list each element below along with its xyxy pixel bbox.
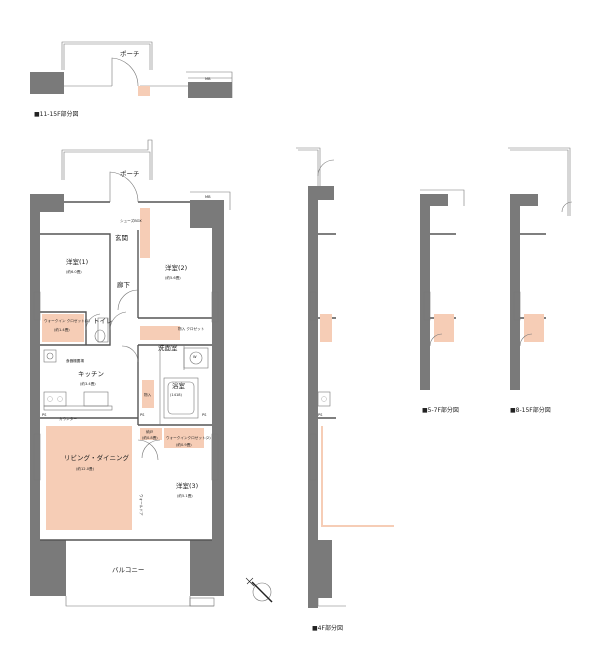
entry-door-swing (109, 171, 139, 203)
sliding-door-label: ウォールドア (139, 494, 144, 516)
room1-name: 洋室(1) (66, 257, 88, 266)
walk-in-closet-highlight (42, 314, 84, 342)
partial-porch-label: ポーチ (120, 50, 140, 58)
kitchen-size: (約3.4畳) (80, 381, 96, 386)
walk-in-closet-name: ウォークイン クロゼット(1) (44, 318, 90, 323)
storage-label: 物入 (144, 392, 152, 397)
entrance-label: 玄関 (115, 233, 128, 242)
partial-plan-11-15f: ポーチ MB (30, 41, 233, 98)
room2-name: 洋室(2) (165, 263, 187, 272)
closet-highlight (140, 326, 180, 340)
ps-label-1: PS (42, 413, 47, 417)
porch-label: ポーチ (120, 170, 140, 178)
bath-name: 浴室 (172, 381, 186, 390)
caption-4f: ■4F部分図 (312, 624, 343, 632)
toilet-label: トイレ (93, 317, 113, 325)
mb-label: MB (205, 195, 211, 199)
ps-label-2: PS (140, 413, 145, 417)
porch-door-swing (111, 57, 139, 87)
washer-label: W (193, 355, 197, 359)
walk-in-closet2-size: (約0.9畳) (176, 442, 192, 447)
walk-in-closet-size: (約1.4畳) (54, 327, 70, 332)
partial-mb-label: MB (205, 77, 211, 81)
storage2-size: (約0.8畳) (142, 435, 158, 440)
room3-name: 洋室(3) (176, 481, 198, 490)
caption-5-7f: ■5-7F部分図 (422, 406, 459, 414)
living-size: (約12.0畳) (76, 466, 95, 471)
walk-in-closet2-highlight (164, 428, 204, 448)
walk-in-closet2-name: ウォークインクロゼット(2) (166, 435, 211, 440)
pantry-label: 食器棚置場 (66, 358, 84, 363)
room3-size: (約5.1畳) (177, 493, 193, 498)
caption-8-15f: ■8-15F部分図 (510, 406, 551, 414)
partial-plan-8-15f (508, 147, 573, 390)
living-highlight (46, 426, 132, 530)
caption-11-15f: ■11-15F部分図 (34, 110, 79, 118)
ps-label-4f: PS (318, 413, 323, 417)
shoes-closet-label: シューズBOX (120, 218, 142, 223)
kitchen-name: キッチン (78, 370, 104, 378)
washroom-label: 洗面室 (158, 343, 178, 352)
corridor-label: 廊下 (117, 280, 131, 289)
storage2-name: 納戸 (146, 429, 154, 434)
room1-size: (約6.0畳) (66, 269, 82, 274)
partial-plan-5-7f (420, 189, 465, 390)
counter-label: カウンター (59, 416, 77, 421)
main-floor-plan (30, 139, 231, 607)
closet-label: 物入 クロゼット (178, 326, 205, 331)
north-arrow-icon (245, 577, 273, 603)
balcony-label: バルコニー (112, 566, 144, 574)
bath-size: (1418) (170, 393, 183, 397)
ps-label-3: PS (202, 413, 207, 417)
partial-plan-4f: PS (296, 147, 394, 608)
room2-size: (約5.6畳) (165, 275, 181, 280)
living-name: リビング・ダイニング (64, 453, 130, 462)
